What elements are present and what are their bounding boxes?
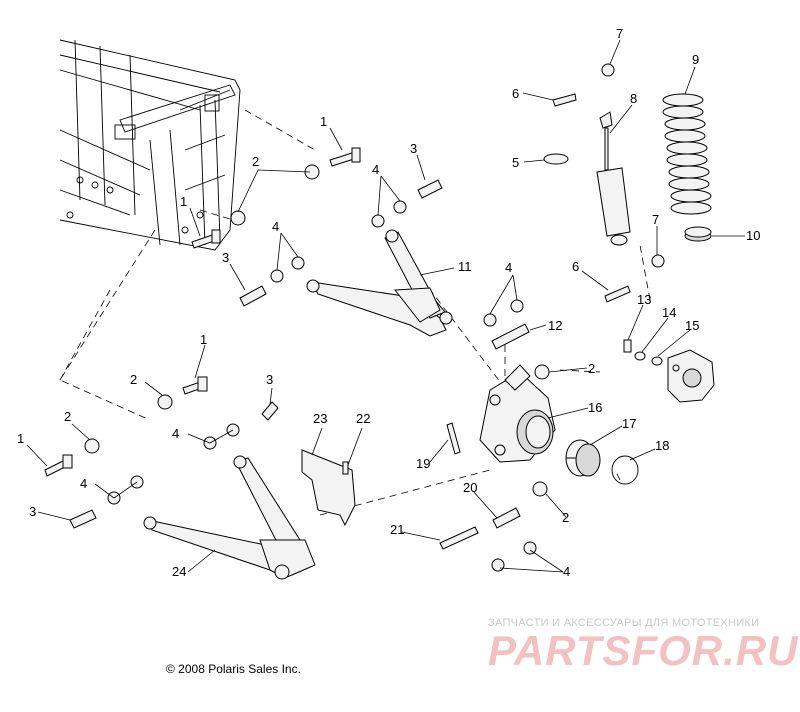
callout-18: 18 [655, 438, 669, 453]
callout-2: 2 [64, 409, 71, 424]
callout-10: 10 [746, 228, 760, 243]
callout-1: 1 [320, 114, 327, 129]
callout-23: 23 [313, 411, 327, 426]
callout-19: 19 [416, 456, 430, 471]
callout-4: 4 [272, 219, 279, 234]
coil-spring [662, 93, 712, 215]
callout-22: 22 [356, 411, 370, 426]
callout-20: 20 [463, 480, 477, 495]
callout-21: 21 [390, 522, 404, 537]
skid-plate [301, 449, 356, 527]
callout-15: 15 [685, 318, 699, 333]
callout-4: 4 [505, 260, 512, 275]
callout-labels: 1 2 3 4 1 3 4 11 4 12 1 2 3 4 2 1 4 3 6 … [17, 26, 760, 579]
callout-24: 24 [172, 564, 186, 579]
callout-4: 4 [563, 564, 570, 579]
callout-2: 2 [562, 510, 569, 525]
callout-4: 4 [172, 426, 179, 441]
callout-7: 7 [616, 26, 623, 41]
copyright-text: © 2008 Polaris Sales Inc. [166, 662, 301, 676]
callout-3: 3 [410, 141, 417, 156]
callout-3: 3 [222, 250, 229, 265]
upper-a-arm [306, 229, 453, 337]
callout-8: 8 [630, 91, 637, 106]
callout-16: 16 [588, 400, 602, 415]
callout-2: 2 [252, 154, 259, 169]
brake-caliper [667, 349, 715, 403]
callout-1: 1 [17, 431, 24, 446]
callout-13: 13 [637, 292, 651, 307]
watermark-tagline: ЗАПЧАСТИ И АКСЕССУАРЫ ДЛЯ МОТОТЕХНИКИ [488, 617, 759, 629]
callout-11: 11 [458, 259, 472, 274]
callout-12: 12 [548, 318, 562, 333]
callout-6: 6 [572, 259, 579, 274]
callout-3: 3 [266, 372, 273, 387]
snap-ring [611, 455, 639, 485]
vehicle-frame [59, 39, 241, 251]
callout-4: 4 [80, 476, 87, 491]
bearing-carrier [479, 364, 556, 463]
callout-9: 9 [692, 52, 699, 67]
shock-absorber [596, 111, 631, 246]
callout-3: 3 [29, 504, 36, 519]
callout-5: 5 [512, 155, 519, 170]
alignment-lines [59, 109, 651, 516]
callout-1: 1 [200, 332, 207, 347]
lower-a-arm [143, 455, 316, 580]
hardware [44, 63, 665, 572]
callout-2: 2 [130, 372, 137, 387]
watermark-logo: PARTSFOR.RU [488, 627, 799, 674]
callout-1: 1 [180, 194, 187, 209]
callout-6: 6 [512, 86, 519, 101]
leader-lines [26, 39, 745, 573]
callout-4: 4 [372, 162, 379, 177]
callout-2: 2 [588, 361, 595, 376]
spring-retainer [684, 226, 712, 242]
wheel-bearing [565, 439, 601, 477]
callout-7: 7 [652, 212, 659, 227]
callout-17: 17 [622, 416, 636, 431]
callout-14: 14 [662, 305, 676, 320]
